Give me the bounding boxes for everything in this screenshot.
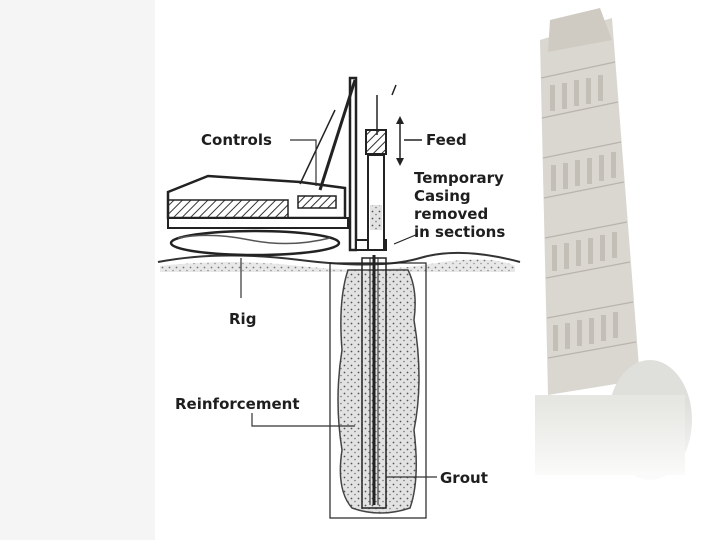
rig-machine xyxy=(166,109,349,257)
leaning-tower-photo xyxy=(535,0,720,490)
grout-column xyxy=(337,255,420,514)
feed-label: Feed xyxy=(426,131,467,149)
grout-label: Grout xyxy=(440,469,488,487)
reinforcement-label: Reinforcement xyxy=(175,395,300,413)
casing-label-line-2: Casing xyxy=(414,187,471,205)
casing-label-line-4: in sections xyxy=(414,223,505,241)
leader-lines xyxy=(240,139,437,478)
casing-label-line-1: Temporary xyxy=(414,169,504,187)
controls-label: Controls xyxy=(201,131,272,149)
left-side-panel xyxy=(0,0,155,540)
casing-label-line-3: removed xyxy=(414,205,488,223)
feed-head xyxy=(365,116,422,166)
rig-label: Rig xyxy=(229,310,256,328)
pile-outline-box xyxy=(329,262,427,519)
temporary-casing xyxy=(367,154,419,251)
